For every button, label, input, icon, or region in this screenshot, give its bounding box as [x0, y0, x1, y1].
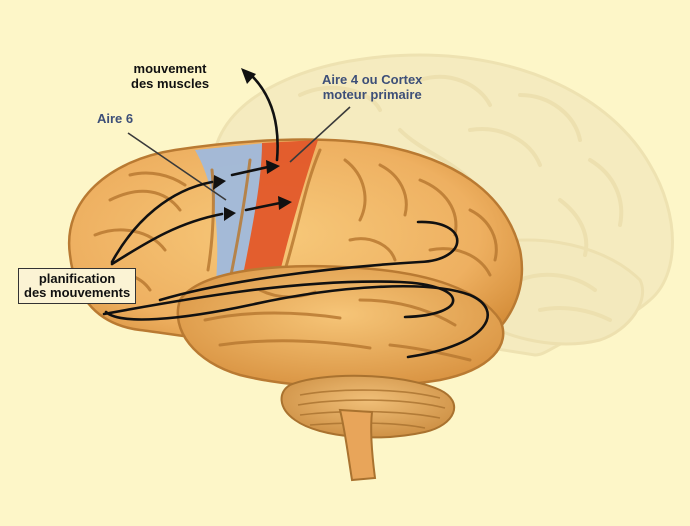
cerebellum: [280, 374, 456, 439]
loop-temporal: [102, 280, 455, 319]
motor-pathway-arrows: [102, 72, 489, 359]
aire4-pointer: [289, 106, 351, 163]
area4-region: [240, 140, 318, 290]
arrow-to-muscles: [248, 72, 279, 162]
arrow-area6-to-area4-mid: [244, 201, 282, 212]
label-area4-primary-motor-cortex: Aire 4 ou Cortex moteur primaire: [322, 72, 423, 102]
aire6-pointer: [127, 132, 227, 201]
brain-stem: [338, 408, 377, 482]
arrow-planning-middle: [110, 212, 224, 266]
arrow-area6-to-area4-top: [230, 165, 270, 177]
loop-parietal: [158, 220, 459, 302]
label-pointers: [127, 106, 351, 201]
label-movement-planning: planification des mouvements: [18, 268, 137, 304]
loop-lower: [104, 284, 489, 359]
arrowheads: [213, 68, 292, 221]
arrow-planning-upper: [110, 180, 214, 264]
label-muscle-movement: mouvement des muscles: [131, 61, 210, 91]
label-area6: Aire 6: [97, 111, 134, 126]
